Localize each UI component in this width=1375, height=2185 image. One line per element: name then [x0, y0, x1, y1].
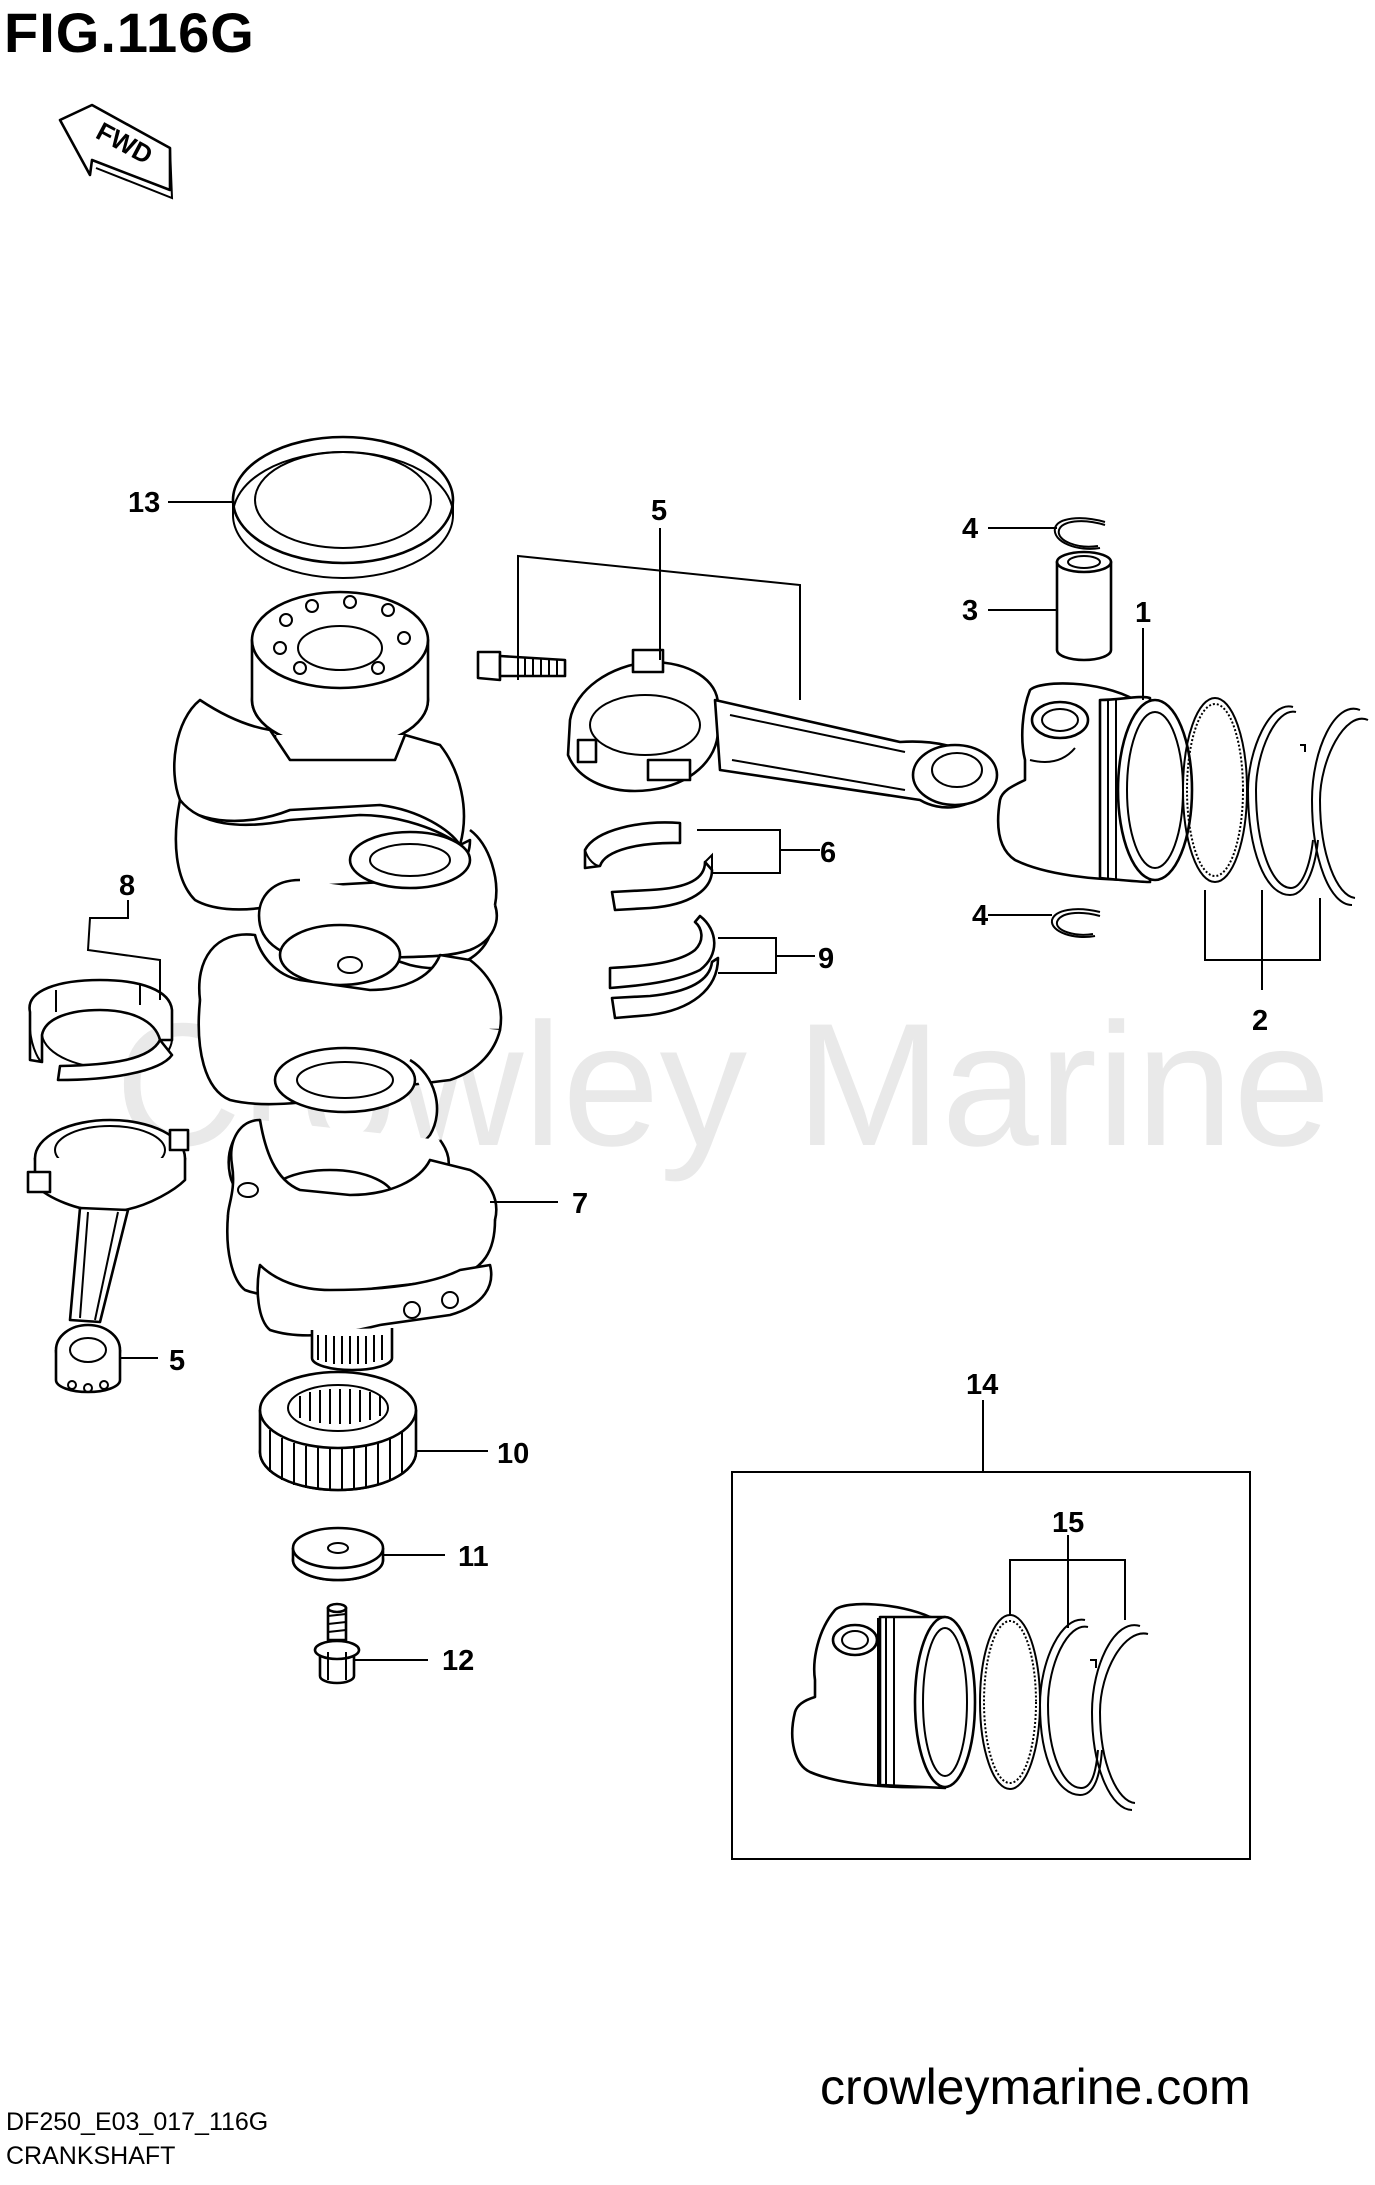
circlip-top-part [1053, 517, 1106, 550]
website-label: crowleymarine.com [820, 2059, 1251, 2115]
callout-15: 15 [1052, 1507, 1084, 1539]
piston-pin-part [1055, 550, 1113, 662]
figure-title: FIG.116G [4, 1, 255, 64]
bolt-part [313, 1602, 361, 1685]
callout-3: 3 [962, 595, 978, 627]
oil-seal-part [231, 435, 455, 579]
piston-set-frame [731, 1471, 1251, 1860]
thrust-bearing-part [28, 978, 174, 1082]
diagram-caption: CRANKSHAFT [6, 2142, 176, 2170]
diagram-code: DF250_E03_017_116G [6, 2108, 269, 2136]
callout-4-bottom: 4 [972, 900, 988, 932]
callout-6: 6 [820, 837, 836, 869]
callout-12: 12 [442, 1645, 474, 1677]
connecting-rod-upper-part [476, 648, 999, 809]
piston-ring-set-part [1182, 697, 1369, 906]
callout-14: 14 [966, 1369, 998, 1401]
circlip-bottom-part [1050, 908, 1101, 938]
callout-5-lower: 5 [169, 1345, 185, 1377]
callout-9: 9 [818, 943, 834, 975]
timing-gear-part [258, 1370, 418, 1492]
callout-7: 7 [572, 1188, 588, 1220]
forward-arrow-icon: FWD [58, 103, 174, 200]
callout-13: 13 [128, 487, 160, 519]
piston-set-part [791, 1602, 1149, 1811]
callout-11: 11 [458, 1541, 489, 1573]
connecting-rod-lower-part [26, 1118, 190, 1394]
crankshaft-part [173, 590, 503, 1372]
leader-lines [86, 501, 1321, 1661]
piston-part [996, 682, 1194, 884]
callout-5-upper: 5 [651, 495, 667, 527]
callout-2: 2 [1252, 1005, 1268, 1037]
rod-bearing-part [608, 914, 720, 1020]
callout-1: 1 [1135, 597, 1151, 629]
callout-4-top: 4 [962, 513, 978, 545]
crank-bearing-part [583, 821, 714, 912]
washer-part [291, 1526, 385, 1582]
callout-10: 10 [497, 1438, 529, 1470]
callout-8: 8 [119, 870, 135, 902]
callout-labels: 13 5 4 3 1 6 4 8 9 2 7 5 14 10 15 11 12 [119, 487, 1268, 1677]
